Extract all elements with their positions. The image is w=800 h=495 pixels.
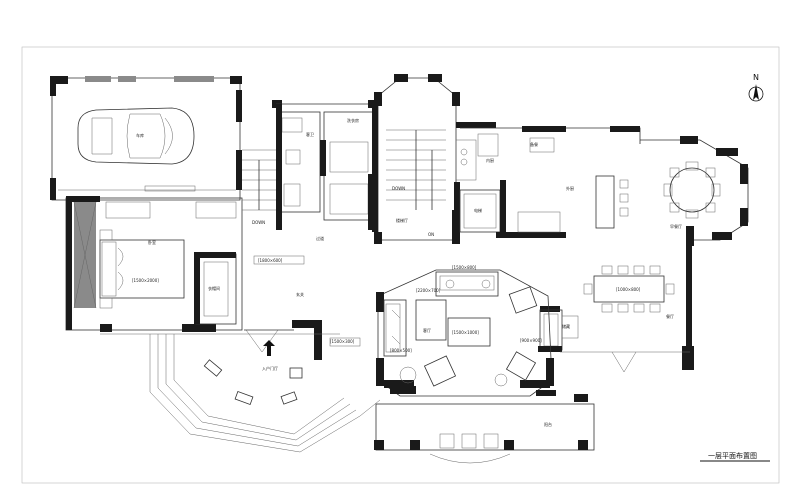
garage-label: 车库 xyxy=(136,132,144,138)
pantry-label: 备餐 xyxy=(530,141,538,147)
rug-dimension: [2200×700] xyxy=(416,288,441,293)
drawing-title: 一层平面布置图 xyxy=(708,451,757,460)
north-label: N xyxy=(753,73,759,82)
breakfast-label: 早餐厅 xyxy=(670,223,682,229)
entrance-label: 入户门厅 xyxy=(262,365,278,371)
foyer-label: 玄关 xyxy=(296,291,304,297)
dining-label: 餐厅 xyxy=(666,313,674,319)
entry-arrow-icon xyxy=(263,340,275,356)
guest-bath-label: 客卫 xyxy=(306,131,314,137)
table-dimension: [1500×1000] xyxy=(452,330,479,335)
living-room: [1500×800] [800×500] [2200×700] [1500×10… xyxy=(376,265,556,397)
on-mark: ON xyxy=(428,232,434,237)
car-icon: 车库 xyxy=(77,107,195,165)
cloak-label: 衣帽间 xyxy=(208,285,220,291)
outer-kitchen-label: 外厨 xyxy=(566,185,574,191)
kitchen-area: 内厨 电梯 备餐 外厨 xyxy=(454,122,641,238)
corridor-area: 客卫 洗衣房 DOWN 过道 xyxy=(242,100,378,241)
terrace-area: 阳台 xyxy=(100,333,690,464)
terrace-label: 阳台 xyxy=(544,421,552,427)
down-mark-left: DOWN xyxy=(252,220,265,225)
main-stair: DOWN ON 楼梯厅 xyxy=(386,129,446,237)
stair-hall: DOWN ON 楼梯厅 xyxy=(372,74,460,244)
living-label: 客厅 xyxy=(423,327,431,333)
chair-dimension: [900×900] xyxy=(520,338,542,343)
elevator-label: 电梯 xyxy=(474,207,482,213)
corridor-label: 过道 xyxy=(316,235,324,241)
garage-area xyxy=(50,76,242,201)
side-dimension: [800×500] xyxy=(390,348,412,353)
breakfast-area: 早餐厅 xyxy=(640,136,749,246)
storage-label: 储藏 xyxy=(562,323,570,329)
stair-hall-label: 楼梯厅 xyxy=(396,217,408,223)
study-area: 储藏 xyxy=(538,306,579,352)
inner-kitchen-label: 内厨 xyxy=(486,157,494,163)
north-arrow-icon: N xyxy=(748,73,764,102)
bed-dimension: [1500×2000] xyxy=(132,278,159,283)
bedroom-area: 卧室 [1500×2000] xyxy=(65,196,243,332)
left-stair: DOWN xyxy=(242,149,276,225)
laundry-label: 洗衣房 xyxy=(347,117,359,123)
corridor-dimension: [1800×600] xyxy=(258,258,283,263)
down-mark-mid: DOWN xyxy=(392,186,405,191)
drawing-frame xyxy=(21,46,780,484)
console-dimension: [1500×300] xyxy=(330,339,355,344)
dining-area: [1000×800] 餐厅 xyxy=(583,246,694,370)
sofa-dimension: [1500×800] xyxy=(452,265,477,270)
bedroom-label: 卧室 xyxy=(148,239,156,245)
drawing-title-block: 一层平面布置图 xyxy=(700,451,770,462)
foyer-area: 衣帽间 [1800×600] 玄关 入户门厅 [1500×300] xyxy=(194,252,361,406)
dining-dimension: [1000×800] xyxy=(616,287,641,292)
